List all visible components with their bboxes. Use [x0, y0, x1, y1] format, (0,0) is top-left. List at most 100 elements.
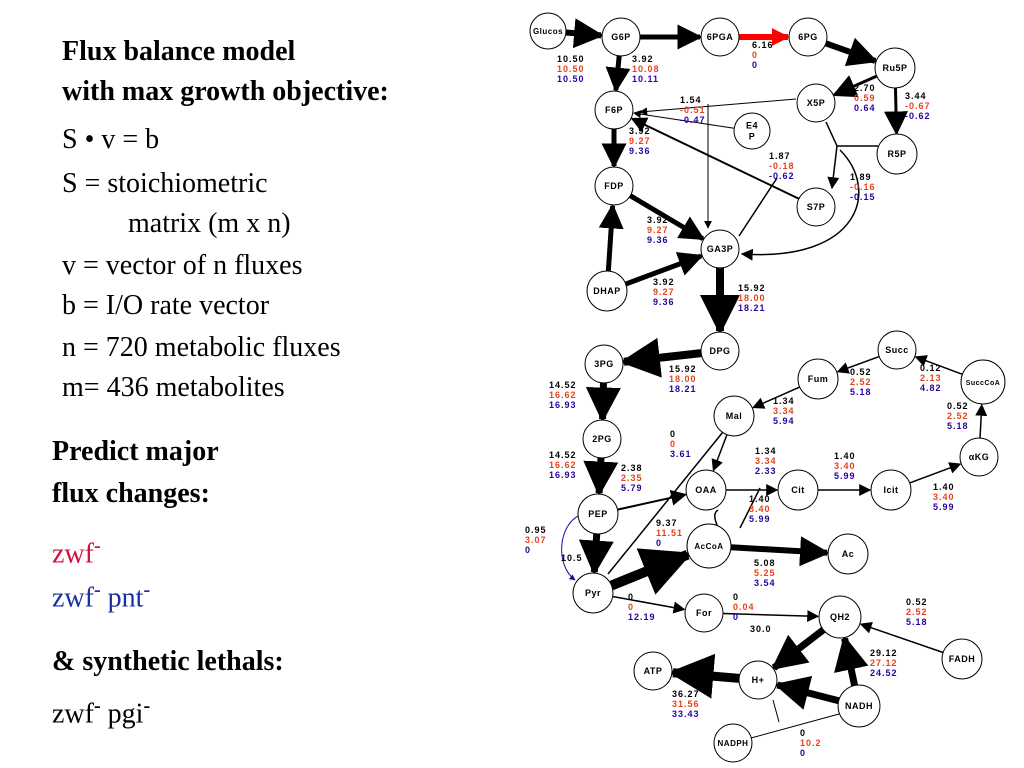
node-circle — [738, 660, 778, 700]
node-label: For — [696, 608, 712, 618]
flux-value-pgm: 14.52 — [549, 380, 577, 390]
node-circle — [877, 330, 917, 370]
flux-value-gnd: 2.70 — [854, 83, 876, 93]
mutant-zwf-name: zwf — [52, 538, 94, 570]
node-pyr: Pyr — [572, 572, 614, 614]
flux-value-gnd: 0.64 — [854, 103, 876, 113]
node-succcoa: SuccCoA — [960, 359, 1006, 405]
node-label: Pyr — [585, 588, 601, 598]
text-panel: Flux balance model with max growth objec… — [0, 0, 500, 768]
minus-sign: - — [143, 579, 151, 601]
flux-value-mdh: 1.34 — [755, 446, 777, 456]
flux-value-tal: -0.47 — [680, 115, 706, 125]
edge-2pg-pep — [583, 457, 619, 497]
node-circle — [582, 419, 622, 459]
edge-qh2-hplus — [771, 627, 826, 671]
node-succ: Succ — [877, 330, 917, 370]
node-label: AcCoA — [694, 542, 723, 551]
flux-value-mdh: 2.33 — [755, 466, 777, 476]
node-circle — [713, 395, 755, 437]
node-label: SuccCoA — [966, 380, 1001, 387]
node-label: H+ — [752, 675, 765, 685]
node-label: GA3P — [707, 244, 734, 254]
flux-value-ppc: 2.38 — [621, 463, 643, 473]
flux-value-tpi: 9.27 — [653, 287, 675, 297]
flux-value-eno: 14.52 — [549, 450, 577, 460]
lethal-gene-1: zwf — [52, 698, 94, 730]
node-for: For — [684, 593, 724, 633]
node-label: Succ — [885, 345, 909, 355]
lethal-gene-2: pgi — [107, 698, 144, 730]
node-label: Glucos — [533, 27, 563, 36]
flux-value-fum: 3.34 — [773, 406, 795, 416]
node-akg: αKG — [959, 437, 999, 477]
edge-nadh-qh2 — [834, 635, 869, 687]
node-label: Icit — [883, 485, 898, 495]
edge-pep-oaa — [617, 489, 688, 511]
flux-value-fba: 9.27 — [647, 225, 669, 235]
node-3pg: 3PG — [584, 344, 624, 384]
node-circle — [818, 595, 862, 639]
node-fum: Fum — [797, 358, 839, 400]
flux-value-icd: 5.99 — [834, 471, 856, 481]
node-label: OAA — [695, 485, 717, 495]
flux-value-pnt: 0 — [800, 748, 806, 758]
node-circle — [796, 83, 836, 123]
node-6pga: 6PGA — [700, 17, 740, 57]
edge-mal-pyr — [607, 426, 728, 575]
edge-fum-mal — [752, 386, 800, 409]
node-e4p: E4P — [733, 112, 771, 150]
minus-sign: - — [93, 579, 101, 601]
node-label: S7P — [807, 202, 826, 212]
flux-value-rpi: -0.62 — [905, 111, 931, 121]
edge-hplus-atp — [668, 653, 740, 699]
node-r5p: R5P — [876, 133, 918, 175]
node-circle — [713, 723, 753, 763]
flux-value-suc: 2.13 — [920, 373, 942, 383]
flux-value-zwf: 6.16 — [752, 40, 774, 50]
flux-value-sucd: 2.52 — [947, 411, 969, 421]
node-label: 2PG — [592, 434, 612, 444]
node-circle — [837, 684, 881, 728]
flux-value-fadh: 0.52 — [906, 597, 928, 607]
flux-value-pgi: 10.11 — [632, 74, 659, 84]
flux-value-gltA: 5.99 — [933, 502, 955, 512]
node-x5p: X5P — [796, 83, 836, 123]
flux-value-gltA: 3.40 — [933, 492, 955, 502]
flux-value-tkt2: -0.15 — [850, 192, 876, 202]
flux-value-tkt1: 1.87 — [769, 151, 791, 161]
edge-accoa-ac — [730, 536, 831, 567]
node-glucose: Glucos — [529, 12, 567, 50]
node-circle — [796, 187, 836, 227]
reaction-edges — [561, 18, 988, 739]
flux-value-tal: 1.54 — [680, 95, 702, 105]
flux-value-ppc: 5.79 — [621, 483, 643, 493]
node-label: αKG — [969, 452, 990, 462]
node-nadh: NADH — [837, 684, 881, 728]
flux-value-ack: 5.08 — [754, 558, 776, 568]
node-mal: Mal — [713, 395, 755, 437]
flux-value-pfk: 9.36 — [629, 146, 651, 156]
node-circle — [584, 344, 624, 384]
mutant-zwf-pnt-name-1: zwf — [52, 582, 94, 614]
node-circle — [594, 166, 634, 206]
edge-pep-pyr — [578, 533, 614, 576]
edge-succcoa-succ — [914, 355, 963, 376]
flux-value-pgm: 16.62 — [549, 390, 577, 400]
flux-value-akgdh: 1.40 — [749, 494, 771, 504]
flux-value-rpi: 3.44 — [905, 91, 927, 101]
node-circle — [686, 523, 732, 569]
mutant-zwf: zwf- — [52, 530, 101, 570]
flux-value-pgm: 16.93 — [549, 400, 577, 410]
node-circle — [529, 12, 567, 50]
edge-pps — [561, 514, 581, 581]
node-circle — [633, 651, 673, 691]
flux-value-nuo: 29.12 — [870, 648, 898, 658]
node-circle — [586, 270, 628, 312]
edge-tkt2-ga3p — [740, 149, 860, 261]
node-circle — [733, 112, 771, 150]
flux-value-mdh: 3.34 — [755, 456, 777, 466]
node-label: Mal — [726, 411, 743, 421]
